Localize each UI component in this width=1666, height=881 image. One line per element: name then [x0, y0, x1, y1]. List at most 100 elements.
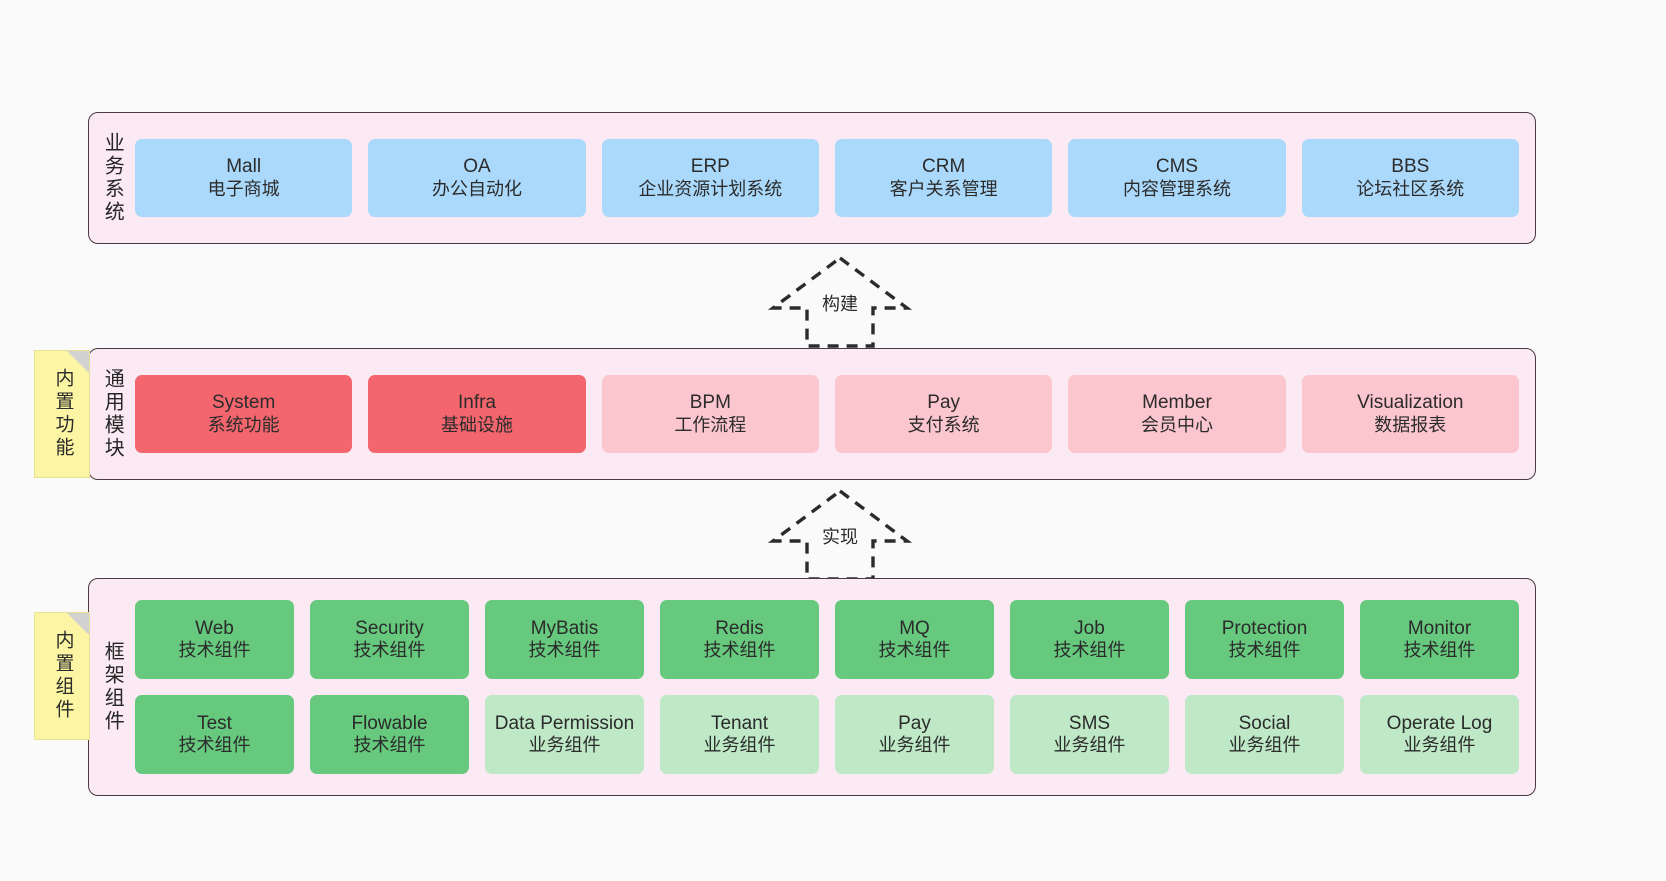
layer-title-framework-text: 框架组件: [101, 641, 124, 733]
layer-body-common: System 系统功能 Infra 基础设施 BPM 工作流程 Pay 支付系统…: [135, 349, 1535, 479]
module-title-cn: 工作流程: [674, 414, 747, 435]
module-card-oa[interactable]: OA 办公自动化: [368, 139, 586, 217]
sticky-note-builtin-component: 内置组件: [34, 612, 90, 740]
component-title-en: MQ: [899, 617, 930, 639]
layer-body-framework: Web 技术组件 Security 技术组件 MyBatis 技术组件 Redi…: [135, 579, 1535, 795]
layer-common-module: 通用模块 System 系统功能 Infra 基础设施 BPM 工作流程 Pay: [88, 348, 1536, 480]
component-card-flowable[interactable]: Flowable 技术组件: [310, 695, 469, 774]
module-title-en: ERP: [690, 156, 730, 178]
component-title-cn: 技术组件: [1403, 640, 1476, 661]
module-title-cn: 内容管理系统: [1122, 178, 1231, 199]
component-title-en: Web: [195, 617, 234, 639]
module-title-en: BBS: [1391, 156, 1430, 178]
component-title-en: Security: [355, 617, 424, 639]
component-title-en: Social: [1238, 712, 1291, 734]
module-card-erp[interactable]: ERP 企业资源计划系统: [601, 139, 819, 217]
component-title-cn: 业务组件: [1403, 735, 1476, 756]
component-card-redis[interactable]: Redis 技术组件: [660, 600, 819, 679]
component-title-cn: 技术组件: [1228, 640, 1301, 661]
module-card-mall[interactable]: Mall 电子商城: [135, 139, 353, 217]
component-title-en: Test: [197, 712, 232, 734]
layer-title-framework: 框架组件: [89, 579, 135, 795]
component-title-cn: 技术组件: [878, 640, 951, 661]
component-title-en: Tenant: [710, 712, 769, 734]
module-card-member[interactable]: Member 会员中心: [1068, 375, 1286, 453]
component-title-en: MyBatis: [530, 617, 599, 639]
component-title-en: Operate Log: [1386, 712, 1493, 734]
module-card-infra[interactable]: Infra 基础设施: [368, 375, 586, 453]
layer-title-common-text: 通用模块: [101, 368, 124, 460]
component-title-cn: 技术组件: [353, 735, 426, 756]
module-title-cn: 数据报表: [1374, 414, 1447, 435]
component-card-tenant[interactable]: Tenant 业务组件: [660, 695, 819, 774]
module-title-cn: 办公自动化: [431, 178, 522, 199]
module-title-cn: 支付系统: [907, 414, 980, 435]
component-card-operate-log[interactable]: Operate Log 业务组件: [1360, 695, 1519, 774]
layer-business-row: Mall 电子商城 OA 办公自动化 ERP 企业资源计划系统 CRM 客户关系…: [135, 139, 1519, 217]
component-title-cn: 业务组件: [1228, 735, 1301, 756]
connector-build-arrow: 构建: [755, 254, 925, 349]
component-card-security[interactable]: Security 技术组件: [310, 600, 469, 679]
module-title-en: BPM: [689, 392, 731, 414]
component-card-mq[interactable]: MQ 技术组件: [835, 600, 994, 679]
module-title-cn: 企业资源计划系统: [638, 178, 783, 199]
layer-title-business-text: 业务系统: [101, 132, 124, 224]
connector-realize-label: 实现: [822, 527, 858, 547]
module-card-cms[interactable]: CMS 内容管理系统: [1068, 139, 1286, 217]
module-title-cn: 基础设施: [440, 414, 513, 435]
component-title-en: Protection: [1221, 617, 1308, 639]
component-card-monitor[interactable]: Monitor 技术组件: [1360, 600, 1519, 679]
layer-title-common: 通用模块: [89, 349, 135, 479]
component-title-cn: 业务组件: [703, 735, 776, 756]
sticky-note-builtin-function-text: 内置功能: [52, 368, 74, 460]
module-title-cn: 客户关系管理: [889, 178, 998, 199]
component-title-en: Flowable: [351, 712, 428, 734]
module-title-en: Infra: [457, 392, 496, 414]
module-title-en: System: [211, 392, 276, 414]
module-card-crm[interactable]: CRM 客户关系管理: [834, 139, 1053, 217]
sticky-note-builtin-component-text: 内置组件: [52, 630, 74, 722]
module-card-bpm[interactable]: BPM 工作流程: [601, 375, 819, 453]
module-card-bbs[interactable]: BBS 论坛社区系统: [1301, 139, 1519, 217]
component-card-mybatis[interactable]: MyBatis 技术组件: [485, 600, 644, 679]
component-card-job[interactable]: Job 技术组件: [1010, 600, 1169, 679]
component-title-cn: 业务组件: [1053, 735, 1126, 756]
layer-title-business: 业务系统: [89, 113, 135, 243]
component-title-en: Redis: [715, 617, 764, 639]
component-title-en: SMS: [1068, 712, 1111, 734]
component-title-en: Monitor: [1407, 617, 1472, 639]
module-title-en: OA: [463, 156, 491, 178]
component-title-cn: 技术组件: [353, 640, 426, 661]
layer-framework-row-tech: Web 技术组件 Security 技术组件 MyBatis 技术组件 Redi…: [135, 600, 1519, 679]
module-card-system[interactable]: System 系统功能: [135, 375, 353, 453]
module-title-en: Visualization: [1357, 392, 1464, 414]
component-card-sms[interactable]: SMS 业务组件: [1010, 695, 1169, 774]
component-title-cn: 技术组件: [178, 640, 251, 661]
note-fold-corner-icon: [67, 613, 89, 635]
module-card-pay[interactable]: Pay 支付系统: [834, 375, 1053, 453]
component-card-test[interactable]: Test 技术组件: [135, 695, 294, 774]
connector-realize-arrow: 实现: [755, 487, 925, 582]
component-title-cn: 业务组件: [878, 735, 951, 756]
layer-common-row: System 系统功能 Infra 基础设施 BPM 工作流程 Pay 支付系统…: [135, 375, 1519, 453]
module-title-en: CMS: [1155, 156, 1199, 178]
module-title-cn: 会员中心: [1140, 414, 1213, 435]
component-card-pay[interactable]: Pay 业务组件: [835, 695, 994, 774]
module-title-en: Mall: [226, 156, 262, 178]
component-title-cn: 技术组件: [528, 640, 601, 661]
component-card-protection[interactable]: Protection 技术组件: [1185, 600, 1344, 679]
component-title-en: Job: [1074, 617, 1105, 639]
sticky-note-builtin-function: 内置功能: [34, 350, 90, 478]
component-title-cn: 技术组件: [703, 640, 776, 661]
component-card-web[interactable]: Web 技术组件: [135, 600, 294, 679]
module-title-cn: 电子商城: [207, 178, 280, 199]
component-card-social[interactable]: Social 业务组件: [1185, 695, 1344, 774]
layer-framework-component: 框架组件 Web 技术组件 Security 技术组件 MyBatis 技术组件…: [88, 578, 1536, 796]
component-card-data-permission[interactable]: Data Permission 业务组件: [485, 695, 644, 774]
component-title-en: Data Permission: [494, 712, 635, 734]
connector-build-label: 构建: [822, 294, 858, 314]
module-card-visualization[interactable]: Visualization 数据报表: [1301, 375, 1519, 453]
component-title-en: Pay: [898, 712, 931, 734]
module-title-cn: 论坛社区系统: [1356, 178, 1465, 199]
